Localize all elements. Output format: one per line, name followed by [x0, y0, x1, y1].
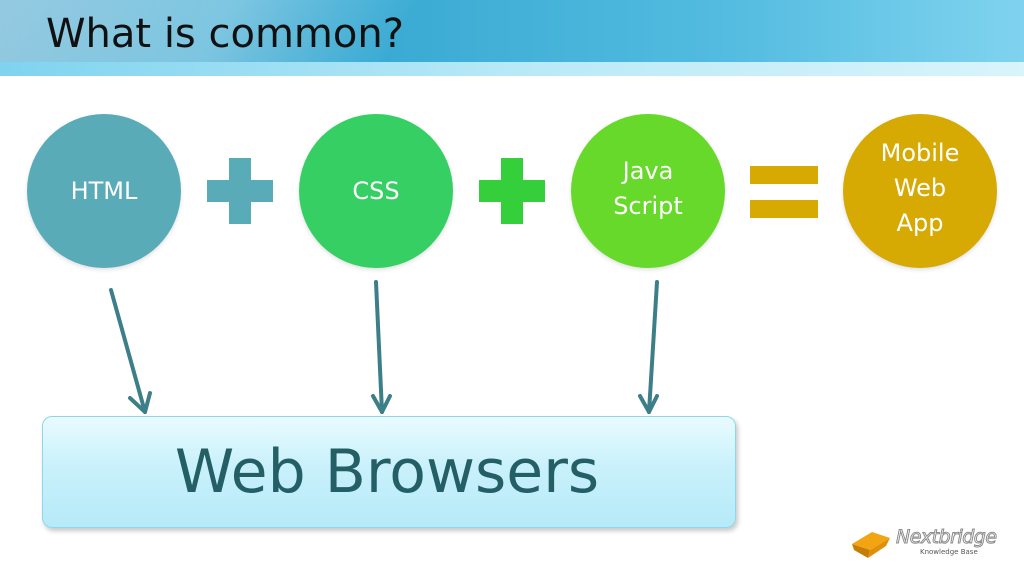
nextbridge-logo: Nextbridge Knowledge Base	[850, 526, 1010, 562]
plus-icon	[207, 158, 273, 224]
node-css: CSS	[299, 114, 453, 268]
page-title: What is common?	[46, 11, 404, 57]
title-bar: What is common?	[0, 0, 1024, 76]
title-bar-band	[0, 62, 1024, 76]
node-mobile-web-app: Mobile Web App	[843, 114, 997, 268]
node-html: HTML	[27, 114, 181, 268]
logo-mark-icon	[852, 532, 890, 558]
edge-javascript-to-web-browsers	[638, 280, 659, 414]
equals-icon	[750, 166, 818, 218]
logo-tagline: Knowledge Base	[920, 548, 978, 556]
logo-name: Nextbridge	[896, 526, 998, 549]
edge-css-to-web-browsers	[371, 280, 392, 414]
edge-html-to-web-browsers	[109, 288, 152, 414]
web-browsers-label: Web Browsers	[174, 437, 600, 507]
node-javascript: Java Script	[571, 114, 725, 268]
web-browsers-box: Web Browsers	[42, 416, 736, 528]
plus-icon	[479, 158, 545, 224]
